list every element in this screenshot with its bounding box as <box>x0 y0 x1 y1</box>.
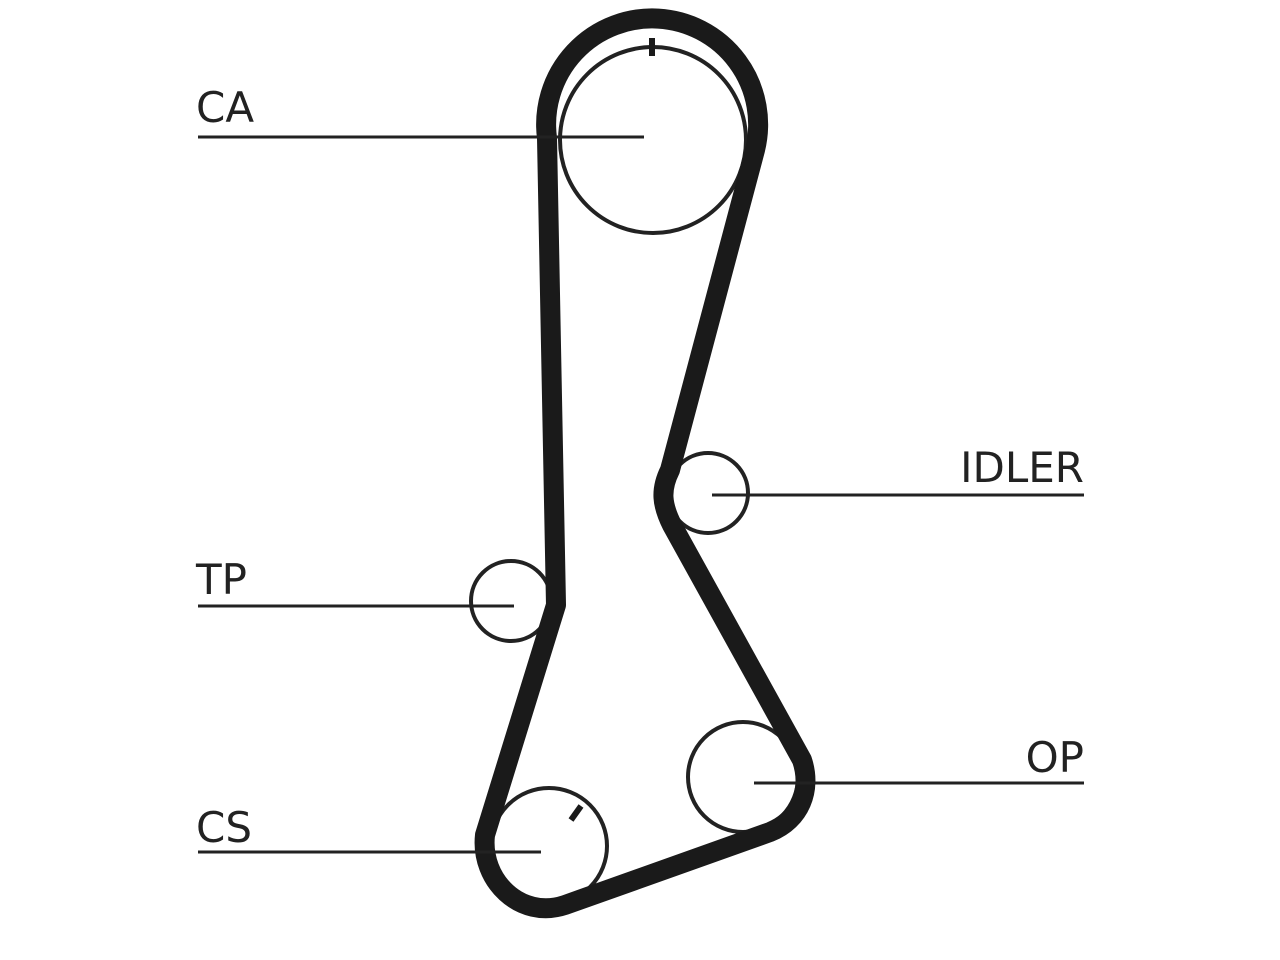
crankshaft-timing-mark <box>568 804 584 822</box>
oil-pump-label: OP <box>1026 733 1084 782</box>
camshaft-pulley <box>558 45 748 235</box>
camshaft-label: CA <box>196 83 254 132</box>
timing-belt <box>474 8 816 919</box>
tensioner-label: TP <box>195 555 247 604</box>
crankshaft-label: CS <box>196 803 252 852</box>
idler-label: IDLER <box>960 443 1084 492</box>
